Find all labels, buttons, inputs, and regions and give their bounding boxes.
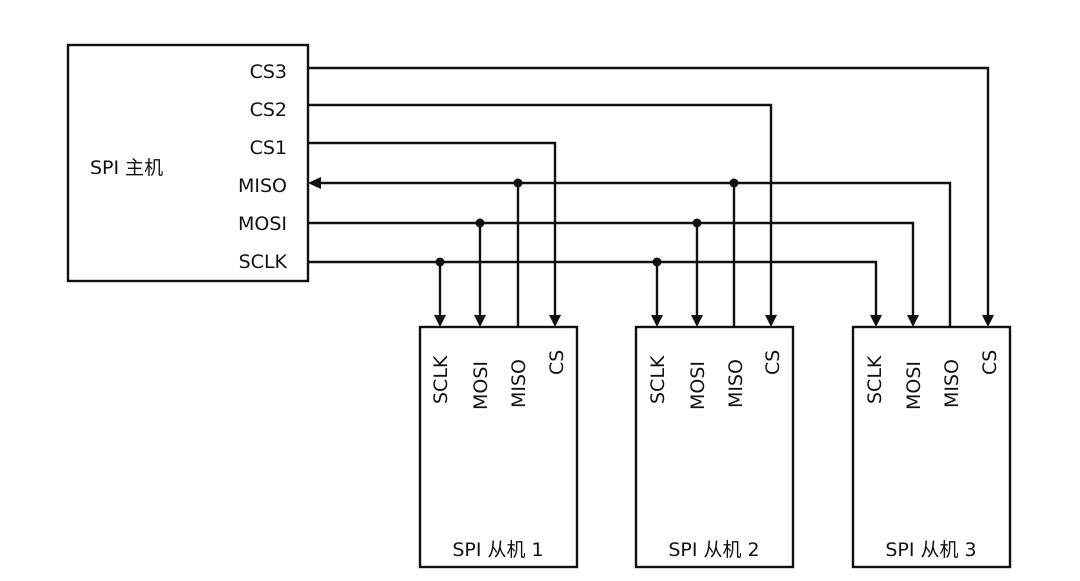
spi-slave-2: SCLK MOSI MISO CS SPI 从机 2 (634, 325, 795, 569)
sclk-2-arrow-icon (651, 315, 663, 327)
slave-3-pin-sclk: SCLK (864, 355, 886, 404)
miso-junction-2 (729, 178, 739, 188)
master-pin-sclk: SCLK (239, 251, 288, 273)
mosi-junction-2 (692, 218, 702, 228)
sclk-junction-2 (652, 257, 662, 267)
master-pin-cs1: CS1 (250, 137, 287, 159)
slave-3-pin-miso: MISO (941, 359, 963, 408)
slave-3-box (851, 325, 1012, 569)
cs1-wire (308, 141, 557, 317)
slave-2-pin-cs: CS (762, 350, 784, 375)
master-pin-mosi: MOSI (238, 213, 287, 235)
arrowheads (308, 177, 994, 327)
slave-2-title: SPI 从机 2 (668, 539, 759, 561)
cs2-arrow-icon (765, 315, 777, 327)
slave-1-title: SPI 从机 1 (452, 539, 543, 561)
master-pin-cs3: CS3 (250, 61, 287, 83)
spi-master: SPI 主机 CS3 CS2 CS1 MISO MOSI SCLK (66, 43, 310, 283)
slave-3-pin-mosi: MOSI (903, 361, 925, 410)
cs3-arrow-icon (982, 315, 994, 327)
slave-2-box (634, 325, 795, 569)
master-title: SPI 主机 (90, 157, 163, 179)
slave-1-box (418, 325, 579, 569)
cs2-wire (308, 103, 773, 317)
slave-1-pin-cs: CS (546, 350, 568, 375)
miso-bus-wire (320, 181, 952, 327)
mosi-3-arrow-icon (907, 315, 919, 327)
slave-2-pin-miso: MISO (725, 359, 747, 408)
wires (308, 66, 990, 327)
miso-junction-1 (513, 178, 523, 188)
master-pin-cs2: CS2 (250, 99, 287, 121)
mosi-bus-wire (308, 221, 915, 317)
sclk-1-arrow-icon (434, 315, 446, 327)
miso-master-arrow-icon (308, 177, 321, 189)
sclk-3-arrow-icon (870, 315, 882, 327)
slave-1-pin-sclk: SCLK (430, 355, 452, 404)
slave-2-pin-sclk: SCLK (647, 355, 669, 404)
mosi-1-arrow-icon (474, 315, 486, 327)
spi-slave-3: SCLK MOSI MISO CS SPI 从机 3 (851, 325, 1012, 569)
slave-1-pin-miso: MISO (508, 359, 530, 408)
cs3-wire (308, 66, 990, 317)
master-box (66, 43, 310, 283)
sclk-bus-wire (308, 260, 878, 317)
slave-2-pin-mosi: MOSI (687, 361, 709, 410)
slave-3-title: SPI 从机 3 (885, 539, 976, 561)
spi-slave-1: SCLK MOSI MISO CS SPI 从机 1 (418, 325, 579, 569)
junctions (435, 178, 739, 267)
master-pin-miso: MISO (238, 175, 287, 197)
slave-1-pin-mosi: MOSI (470, 361, 492, 410)
mosi-junction-1 (475, 218, 485, 228)
mosi-2-arrow-icon (691, 315, 703, 327)
cs1-arrow-icon (549, 315, 561, 327)
slave-3-pin-cs: CS (979, 350, 1001, 375)
sclk-junction-1 (435, 257, 445, 267)
